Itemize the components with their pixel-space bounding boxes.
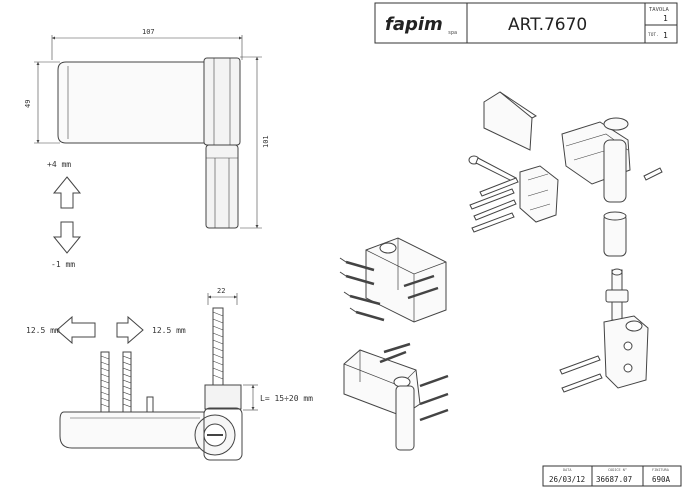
dim-height-101: 101: [262, 135, 270, 148]
arrow-down-icon: [52, 221, 82, 254]
exploded-view: [468, 91, 663, 393]
date-value: 26/03/12: [549, 475, 585, 484]
arrow-right-icon: [116, 315, 144, 345]
code-label: CODICE N°: [608, 468, 627, 472]
long-screw: [468, 155, 517, 183]
footer-table: DATA 26/03/12 CODICE N° 36687.07 FINITUR…: [542, 465, 682, 487]
barrel-cap: [603, 117, 629, 131]
adjust-left-label: 12.5 mm: [26, 326, 60, 335]
brand-logo: fapim: [385, 14, 443, 35]
assembled-lower-view: [343, 342, 449, 451]
dim-width-107: 107: [142, 28, 155, 36]
adjust-up-label: +4 mm: [47, 160, 71, 169]
code-value: 36687.07: [596, 475, 632, 484]
arrow-left-icon: [56, 315, 96, 345]
arrow-up-icon: [52, 176, 82, 209]
tot-label: TOT.: [648, 32, 659, 38]
hinge-front-view: [34, 35, 262, 229]
dim-height-49: 49: [24, 100, 32, 108]
hinge-side-view: [59, 293, 258, 461]
lower-bracket: [603, 315, 649, 389]
vertical-adjust-arrows: [52, 176, 82, 254]
title-block: fapim spa ART.7670 TAVOLA 1 TOT. 1: [374, 2, 678, 44]
tot-value: 1: [663, 31, 668, 40]
adjust-down-label: -1 mm: [51, 260, 75, 269]
small-screw: [643, 167, 663, 181]
mounting-plate: [519, 165, 559, 223]
brand-logo-suffix: spa: [448, 30, 457, 36]
assembled-upper-view: [339, 237, 447, 323]
dim-width-22: 22: [217, 287, 225, 295]
adjust-right-label: 12.5 mm: [152, 326, 186, 335]
tavola-label: TAVOLA: [649, 7, 670, 13]
frame-screws: [469, 177, 519, 233]
cover-cap: [483, 91, 533, 151]
finish-value: 690A: [652, 475, 671, 484]
lateral-adjust-arrows: [56, 315, 144, 345]
article-number: ART.7670: [508, 15, 587, 35]
tavola-value: 1: [663, 14, 668, 23]
length-range-label: L= 15÷20 mm: [260, 394, 313, 403]
date-label: DATA: [563, 468, 572, 472]
finish-label: FINITURA: [652, 468, 670, 472]
